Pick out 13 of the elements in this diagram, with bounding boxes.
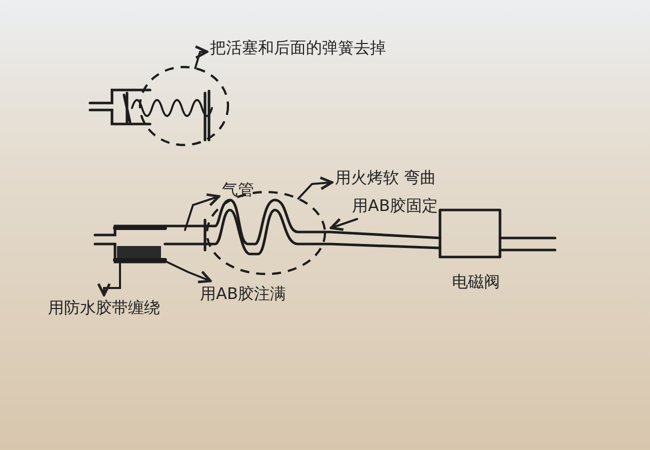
note-text: 用AB胶注满 <box>200 284 286 304</box>
part-label: 气管 <box>222 180 254 200</box>
note-text: 用火烤软 弯曲 <box>335 168 436 188</box>
arrow <box>184 193 220 231</box>
arrow <box>297 176 334 200</box>
arrow <box>194 45 208 70</box>
part-label: 电磁阀 <box>452 272 500 292</box>
arrow <box>166 261 212 284</box>
note-text: 把活塞和后面的弹簧去掉 <box>210 38 386 58</box>
note-text: 用防水胶带缠绕 <box>48 298 160 318</box>
arrow <box>97 262 121 296</box>
arrow <box>330 218 358 231</box>
note-text: 用AB胶固定 <box>352 196 438 216</box>
